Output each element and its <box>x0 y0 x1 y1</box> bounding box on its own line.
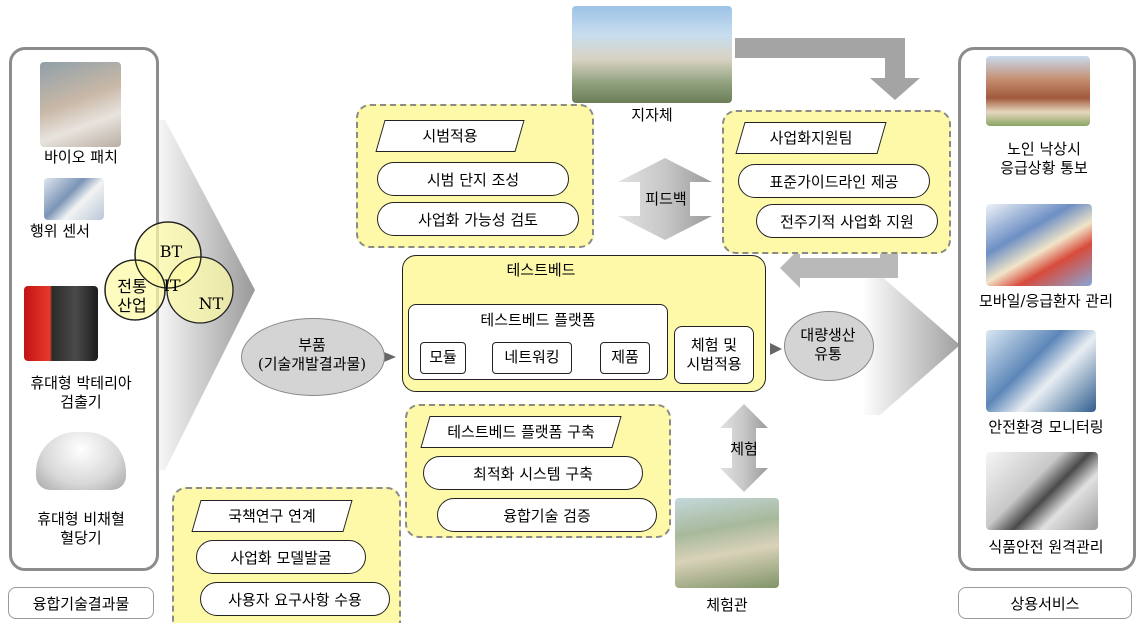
construct-item-verify: 융합기술 검증 <box>437 498 657 532</box>
right-caption: 상용서비스 <box>958 587 1132 619</box>
parts-ellipse <box>241 318 385 396</box>
elderly-fall-image <box>986 56 1090 126</box>
left-item-bacteria-detector: 휴대형 박테리아 검출기 <box>30 374 132 411</box>
food-safety-image <box>986 452 1098 530</box>
construct-item-system: 최적화 시스템 구축 <box>423 456 643 490</box>
feedback-label: 피드백 <box>645 190 687 208</box>
pilot-item-review: 사업화 가능성 검토 <box>377 202 579 236</box>
mass-production-label: 대량생산 유통 <box>800 326 856 363</box>
motion-sensor-image <box>44 178 104 220</box>
venn-bt-label: BT <box>159 242 183 261</box>
pilot-title: 시범적용 <box>375 120 525 152</box>
national-item-model: 사업화 모델발굴 <box>196 540 366 574</box>
testbed-title: 테스트베드 <box>506 261 576 279</box>
support-to-testbed-arrow <box>780 240 898 288</box>
experience-hall-label: 체험관 <box>706 596 748 614</box>
glucose-meter-image <box>36 432 126 490</box>
experience-double-arrow <box>720 404 768 492</box>
venn-it-label: IT <box>163 276 181 295</box>
bacteria-detector-image <box>24 286 98 361</box>
venn-nt-label: NT <box>198 294 224 313</box>
left-caption: 융합기술결과물 <box>8 587 154 619</box>
mobile-emergency-image <box>986 204 1092 286</box>
national-research-title: 국책연구 연계 <box>191 500 353 532</box>
experience-pilot-box: 체험 및 시범적용 <box>674 326 754 384</box>
experience-hall-image <box>675 498 779 588</box>
local-gov-arrow <box>735 38 920 100</box>
product-box: 제품 <box>600 342 650 374</box>
venn-nt-circle <box>166 256 234 324</box>
support-item-guideline: 표준가이드라인 제공 <box>738 164 930 198</box>
right-item-mobile-emergency: 모바일/응급환자 관리 <box>978 292 1114 310</box>
support-item-lifecycle: 전주기적 사업화 지원 <box>756 204 938 238</box>
testbed-platform-title: 테스트베드 플랫폼 <box>480 311 596 329</box>
national-item-user: 사용자 요구사항 수용 <box>200 582 390 616</box>
experience-arrow-label: 체험 <box>730 440 758 458</box>
left-item-motion-sensor: 행위 센서 <box>30 222 90 240</box>
pilot-item-site: 시범 단지 조성 <box>377 162 569 196</box>
venn-traditional-label: 전통 산업 <box>117 277 147 316</box>
right-item-food-safety: 식품안전 원격관리 <box>988 538 1104 556</box>
construct-title: 테스트베드 플랫폼 구축 <box>420 416 622 448</box>
left-item-glucose-meter: 휴대형 비채혈 혈당기 <box>37 510 125 547</box>
parts-label: 부품 (기술개발결과물) <box>257 336 367 373</box>
left-item-bio-patch: 바이오 패치 <box>44 148 118 166</box>
mass-production-ellipse <box>784 311 874 381</box>
right-flow-arrow <box>862 275 960 415</box>
feedback-arrow <box>618 158 712 240</box>
right-item-safety-monitoring: 안전환경 모니터링 <box>988 418 1104 436</box>
bio-patch-image <box>40 62 121 147</box>
right-item-elderly-fall: 노인 낙상시 응급상황 통보 <box>1000 140 1088 177</box>
support-team-title: 사업화지원팀 <box>735 122 887 154</box>
networking-box: 네트워킹 <box>492 342 572 374</box>
module-box: 모듈 <box>420 342 466 374</box>
local-gov-image <box>572 6 732 103</box>
safety-monitoring-image <box>986 330 1096 412</box>
local-gov-label: 지자체 <box>631 106 673 124</box>
